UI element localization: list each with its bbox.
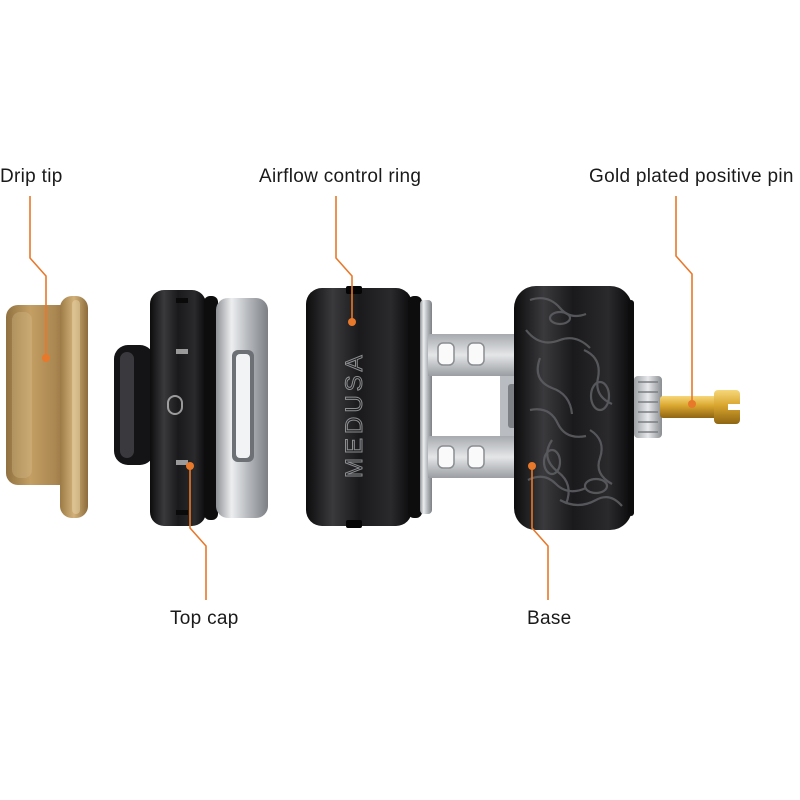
- leader-top-cap: [189, 466, 207, 600]
- base-texture: [525, 297, 623, 507]
- base-part: [428, 286, 634, 530]
- label-base: Base: [527, 608, 572, 629]
- dot-positive-pin: [688, 400, 696, 408]
- airflow-control-ring-part: MEDUSA: [306, 286, 432, 528]
- label-gold-plated-positive-pin: Gold plated positive pin: [589, 166, 794, 187]
- leader-base: [531, 466, 549, 600]
- dot-top-cap: [186, 462, 194, 470]
- callout-dots: [42, 318, 696, 470]
- leader-positive-pin: [675, 196, 693, 404]
- drip-tip-part: [6, 296, 88, 518]
- top-cap-part: [114, 290, 268, 526]
- leader-lines: [29, 196, 693, 600]
- dot-drip-tip: [42, 354, 50, 362]
- label-airflow-control-ring: Airflow control ring: [259, 166, 422, 187]
- dot-airflow-ring: [348, 318, 356, 326]
- leader-drip-tip: [29, 196, 47, 356]
- dot-base: [528, 462, 536, 470]
- brand-text: MEDUSA: [341, 351, 368, 478]
- positive-pin-part: [634, 376, 740, 438]
- leader-airflow-ring: [335, 196, 353, 320]
- label-top-cap: Top cap: [170, 608, 239, 629]
- label-drip-tip: Drip tip: [0, 166, 63, 187]
